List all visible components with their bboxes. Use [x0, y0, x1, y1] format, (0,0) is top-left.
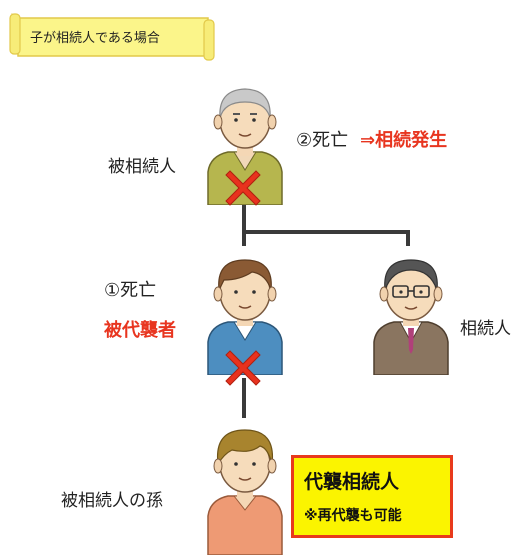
death1-label: ①死亡: [104, 280, 157, 301]
scroll-icon: [9, 13, 215, 61]
grandfather-figure: [207, 88, 283, 205]
substituted-person-label: 被代襲者: [104, 320, 176, 341]
father-figure: [207, 259, 283, 375]
heir-label: 相続人: [460, 319, 511, 339]
cross-mark-icon: [225, 350, 261, 386]
banner-text: 子が相続人である場合: [30, 31, 160, 46]
death2-prefix-label: ②死亡: [296, 130, 349, 151]
cross-mark-icon: [225, 170, 261, 206]
substitute-heir-title: 代襲相続人: [304, 471, 400, 493]
inheritance-occurs-label: ⇒相続発生: [360, 130, 448, 151]
substitute-heir-box: 代襲相続人 ※再代襲も可能: [291, 455, 453, 538]
grandchild-figure: [207, 429, 283, 555]
title-banner: 子が相続人である場合: [8, 12, 216, 62]
re-substitution-note: ※再代襲も可能: [304, 508, 402, 524]
uncle-figure: [373, 259, 449, 375]
grandchild-label: 被相続人の孫: [61, 491, 163, 511]
decedent-label: 被相続人: [108, 157, 176, 177]
